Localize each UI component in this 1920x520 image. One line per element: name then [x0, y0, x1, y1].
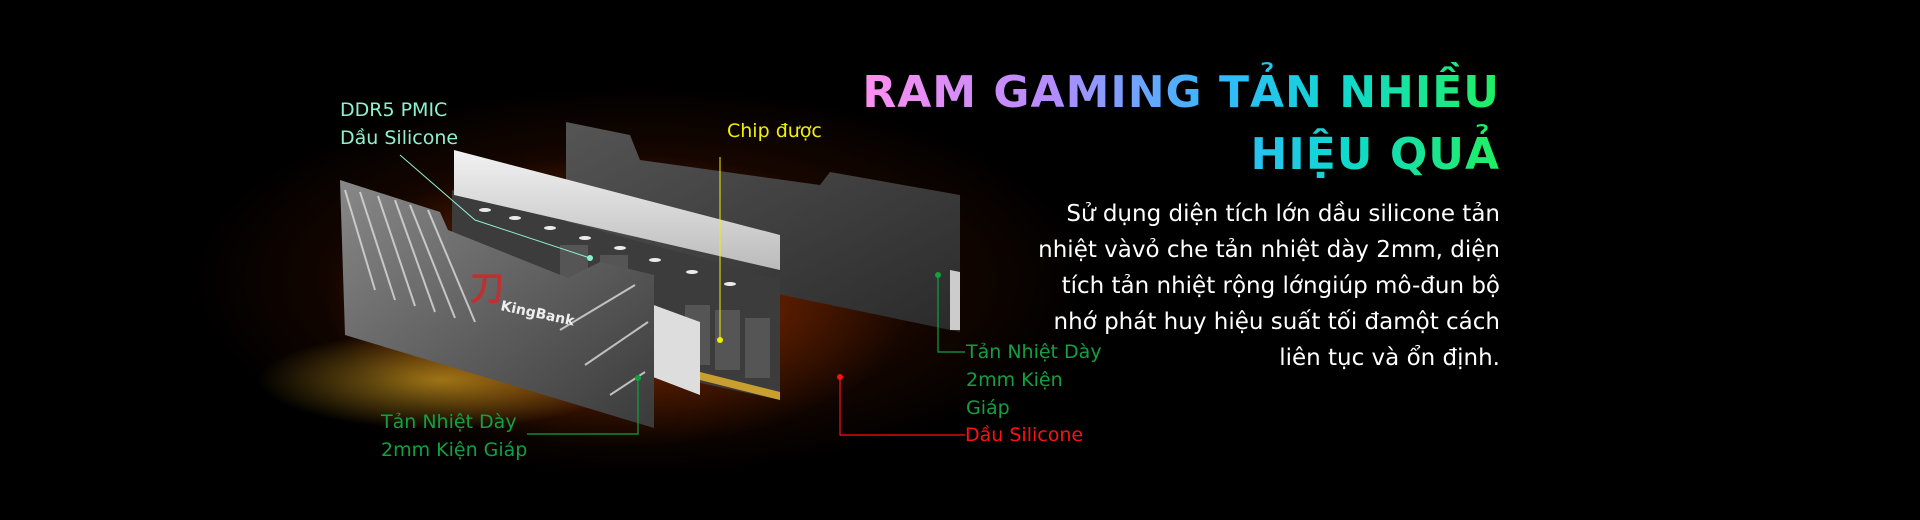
description-line: liên tục và ổn định.: [1279, 345, 1500, 371]
back-heatsink: [566, 122, 960, 332]
silicone-leader: [839, 377, 965, 436]
pmic-label: DDR5 PMIC Dầu Silicone: [340, 96, 458, 152]
description: Sử dụng diện tích lớn dầu silicone tản n…: [1038, 196, 1500, 376]
silicone-label: Dầu Silicone: [965, 424, 1084, 446]
back-heatsink-leader: [937, 275, 965, 353]
front-heatsink-leader: [527, 378, 639, 435]
chip-label: Chip được: [727, 120, 822, 142]
gold-contacts: [700, 372, 780, 400]
front-heatsink-label: Tản Nhiệt Dày 2mm Kiện Giáp: [381, 408, 527, 464]
back-heatsink-label-line2: 2mm Kiện: [966, 369, 1063, 391]
pmic-label-line2: Dầu Silicone: [340, 127, 459, 149]
page-title: RAM GAMING TẢN NHIỀU HIỆU QUẢ: [862, 62, 1500, 186]
white-heatsink: [454, 150, 780, 270]
back-heatsink-label-line3: Giáp: [966, 397, 1010, 419]
back-heatsink-label: Tản Nhiệt Dày 2mm Kiện Giáp: [966, 338, 1102, 422]
pmic-leader: [399, 154, 591, 259]
description-line: nhiệt vàvỏ che tản nhiệt dày 2mm, diện: [1038, 237, 1500, 263]
front-heatsink: [340, 180, 654, 428]
pmic-label-line1: DDR5 PMIC: [340, 99, 448, 121]
back-heatsink-label-line1: Tản Nhiệt Dày: [966, 341, 1102, 363]
front-heatsink-label-line1: Tản Nhiệt Dày: [381, 411, 517, 433]
description-line: Sử dụng diện tích lớn dầu silicone tản: [1066, 201, 1500, 227]
description-line: nhớ phát huy hiệu suất tối đamột cách: [1053, 309, 1500, 335]
description-line: tích tản nhiệt rộng lớngiúp mô-đun bộ: [1061, 273, 1500, 299]
kingbank-logo-mark: 刀: [470, 269, 504, 309]
front-heatsink-label-line2: 2mm Kiện Giáp: [381, 439, 528, 461]
title-line2: HIỆU QUẢ: [1250, 129, 1500, 180]
title-line1: RAM GAMING TẢN NHIỀU: [862, 67, 1500, 118]
